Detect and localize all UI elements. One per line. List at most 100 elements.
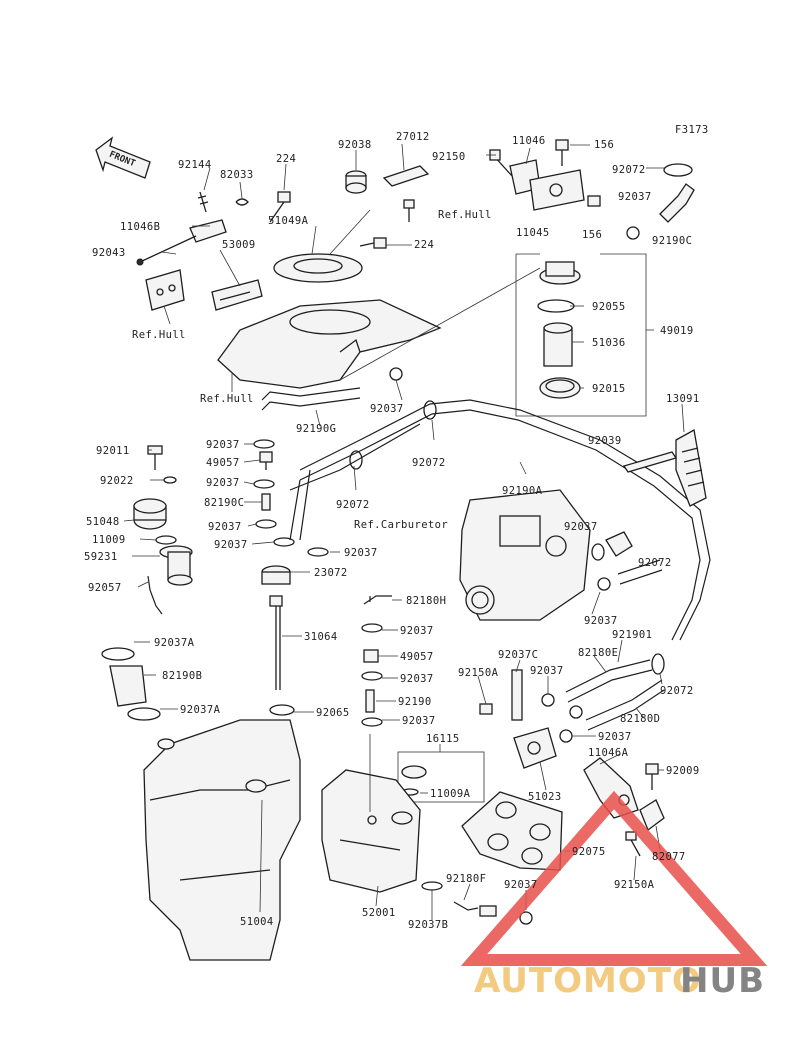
fuel-valve-51023 — [511, 669, 557, 769]
clamp-92037a-bottom — [127, 707, 161, 721]
gasket-11009 — [155, 535, 177, 545]
part-labels: 92144 82033 224 92038 27012 11046 92150 … — [84, 131, 700, 931]
label-92037-l: 92037 — [530, 665, 564, 677]
label-ref-hull-2: Ref.Hull — [132, 329, 186, 341]
label-11046b: 11046B — [120, 221, 160, 233]
label-92015: 92015 — [592, 383, 626, 395]
clip-92037-l3 — [559, 729, 573, 743]
label-92037-g: 92037 — [400, 673, 434, 685]
label-92072-mid: 92072 — [412, 457, 446, 469]
label-92065: 92065 — [316, 707, 350, 719]
label-82180e: 82180E — [578, 647, 618, 659]
cap-51048 — [133, 498, 167, 530]
label-27012: 27012 — [396, 131, 430, 143]
label-92009: 92009 — [666, 765, 700, 777]
fuel-lines-92190a — [289, 399, 711, 641]
label-92037-c: 92037 — [208, 521, 242, 533]
figure-code: F3173 — [675, 124, 709, 136]
label-92072-c: 92072 — [336, 499, 370, 511]
label-82180d: 82180D — [620, 713, 660, 725]
cap-16115 — [397, 751, 485, 803]
clamp-92037-c — [255, 519, 277, 529]
label-92037-b: 92037 — [206, 477, 240, 489]
label-92037-a: 92037 — [206, 439, 240, 451]
screw-92144 — [197, 191, 209, 213]
carburetor-ref — [459, 489, 591, 621]
pin-92039 — [622, 451, 678, 473]
label-92057: 92057 — [88, 582, 122, 594]
label-92075: 92075 — [572, 846, 606, 858]
washer-92022 — [163, 476, 177, 484]
fuel-filter-assembly-49019 — [515, 253, 647, 417]
clamp-92037-b — [253, 479, 275, 489]
label-ref-hull-3: Ref.Hull — [200, 393, 254, 405]
bolt-92150a-right — [625, 831, 641, 857]
label-13091: 13091 — [666, 393, 700, 405]
label-92037-e: 92037 — [344, 547, 378, 559]
clamp-92072-lower — [651, 653, 665, 675]
clip-92037-r1 — [591, 543, 605, 561]
reservoir-52001 — [321, 769, 421, 893]
label-92038: 92038 — [338, 139, 372, 151]
label-11009: 11009 — [92, 534, 126, 546]
label-51004: 51004 — [240, 916, 274, 928]
label-92037-d: 92037 — [214, 539, 248, 551]
hull-cover — [217, 299, 442, 389]
label-52001: 52001 — [362, 907, 396, 919]
label-224-mid: 224 — [414, 239, 434, 251]
label-92037-hull: 92037 — [370, 403, 404, 415]
label-53009: 53009 — [222, 239, 256, 251]
label-92022: 92022 — [100, 475, 134, 487]
label-92037-bottom: 92037 — [504, 879, 538, 891]
front-arrow-icon: FRONT — [95, 136, 151, 179]
bracket-11045 — [529, 169, 585, 211]
label-31064: 31064 — [304, 631, 338, 643]
label-51023: 51023 — [528, 791, 562, 803]
bracket-53009 — [211, 279, 263, 311]
label-92039: 92039 — [588, 435, 622, 447]
label-92037a-top: 92037A — [154, 637, 195, 649]
gasket-plate-92075 — [461, 791, 563, 871]
grommet-92038 — [345, 170, 367, 194]
label-ref-hull-1: Ref.Hull — [438, 209, 492, 221]
clip-92037-hull — [389, 367, 403, 381]
fuel-tank-51004 — [143, 719, 301, 961]
label-92011: 92011 — [96, 445, 130, 457]
label-921901: 921901 — [612, 629, 652, 641]
hose-92190c — [659, 183, 695, 223]
label-156-lower: 156 — [582, 229, 602, 241]
label-92150a-right: 92150A — [614, 879, 655, 891]
label-92190c: 92190C — [652, 235, 692, 247]
hose-82190c — [261, 493, 271, 511]
hose-82190b — [109, 665, 147, 707]
label-92180f: 92180F — [446, 873, 486, 885]
clamp-92072-top — [663, 163, 693, 177]
bolt-ref-hull — [403, 199, 415, 222]
cable-92057 — [147, 575, 163, 615]
label-92150a-left: 92150A — [458, 667, 499, 679]
hose-82180h — [363, 595, 392, 605]
label-92190g: 92190G — [296, 423, 336, 435]
label-82190c: 82190C — [204, 497, 244, 509]
valve-49057-mid — [363, 649, 379, 663]
label-11045: 11045 — [516, 227, 550, 239]
bolt-224-top — [269, 191, 291, 223]
bracket-11046b — [136, 219, 227, 266]
label-51049a: 51049A — [268, 215, 309, 227]
clamp-92037-h — [361, 717, 383, 727]
label-92190: 92190 — [398, 696, 432, 708]
label-82077: 82077 — [652, 851, 686, 863]
label-23072: 23072 — [314, 567, 348, 579]
fitting-92072-r — [605, 531, 633, 557]
label-92037-f: 92037 — [400, 625, 434, 637]
gasket-92065 — [269, 704, 295, 716]
label-92037c: 92037C — [498, 649, 538, 661]
plate-27012 — [382, 165, 430, 187]
label-92190a: 92190A — [502, 485, 543, 497]
bracket-ref-hull — [145, 269, 185, 311]
hose-82180e — [565, 659, 651, 693]
fuel-sender-31064 — [261, 565, 291, 690]
label-51036: 51036 — [592, 337, 626, 349]
filler-neck-59231 — [159, 545, 193, 586]
hose-92190g — [261, 387, 361, 401]
